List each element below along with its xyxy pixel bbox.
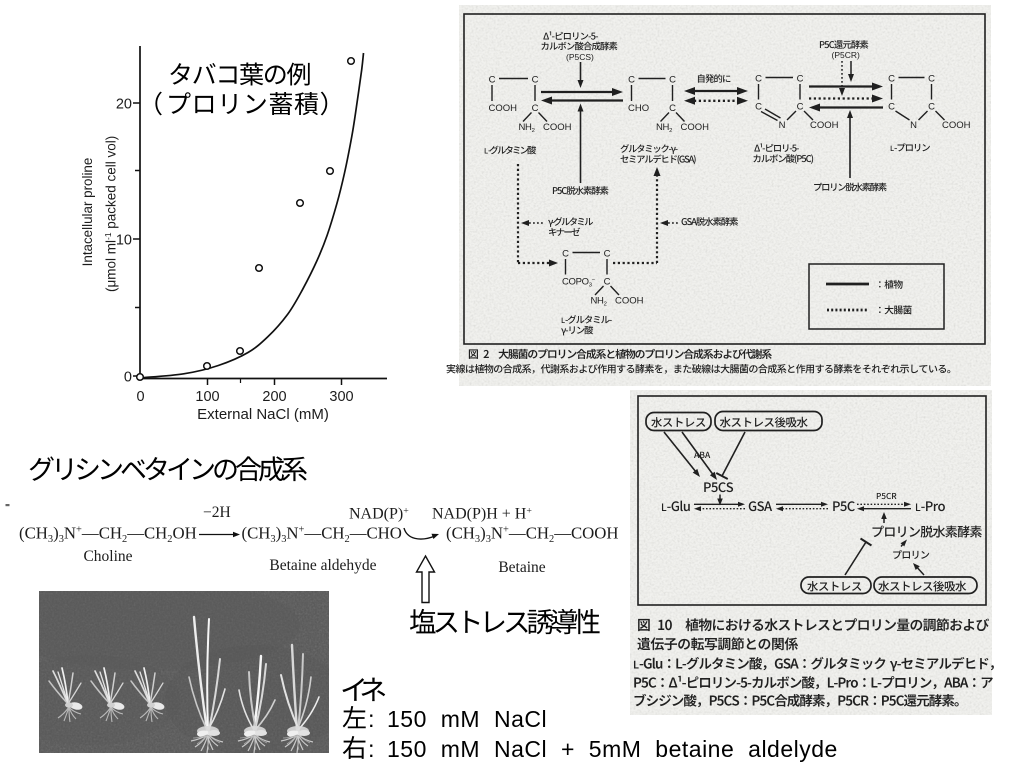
svg-text:−2H: −2H bbox=[203, 504, 231, 521]
svg-text:C: C bbox=[797, 101, 804, 112]
svg-text:NAD(P)H + H+: NAD(P)H + H+ bbox=[432, 506, 532, 523]
svg-text:(CH3)3N+—CH2—COOH: (CH3)3N+—CH2—COOH bbox=[446, 524, 619, 545]
svg-text:C: C bbox=[928, 73, 935, 84]
svg-text:COOH: COOH bbox=[543, 122, 572, 133]
svg-text:(CH3)3N+—CH2—CH2OH: (CH3)3N+—CH2—CH2OH bbox=[19, 524, 197, 545]
svg-text:C: C bbox=[562, 248, 569, 259]
svg-text:0: 0 bbox=[136, 389, 144, 405]
svg-text:Intacellular proline: Intacellular proline bbox=[80, 158, 95, 267]
svg-text:NH2: NH2 bbox=[656, 122, 672, 134]
svg-text:COOH: COOH bbox=[681, 122, 710, 133]
svg-text:C: C bbox=[532, 74, 539, 85]
svg-text:(CH3)3N+—CH2—CHO: (CH3)3N+—CH2—CHO bbox=[242, 524, 402, 545]
svg-text:C: C bbox=[755, 101, 762, 112]
svg-text:COOH: COOH bbox=[942, 120, 971, 131]
svg-text:200: 200 bbox=[262, 389, 286, 405]
svg-text:C: C bbox=[888, 101, 895, 112]
svg-text::: : bbox=[368, 706, 375, 732]
svg-text:C: C bbox=[755, 73, 762, 84]
svg-text:NH2: NH2 bbox=[591, 295, 607, 307]
svg-text:COOH: COOH bbox=[489, 103, 518, 114]
svg-text:150 mM NaCl + 5mM betaine alde: 150 mM NaCl + 5mM betaine aldelyde bbox=[387, 736, 838, 762]
svg-text::: : bbox=[368, 736, 375, 762]
svg-text:C: C bbox=[604, 276, 611, 287]
svg-text:C: C bbox=[489, 74, 496, 85]
svg-text:20: 20 bbox=[116, 97, 132, 113]
svg-text:300: 300 bbox=[329, 389, 353, 405]
svg-text:C: C bbox=[669, 74, 676, 85]
svg-text:C: C bbox=[928, 101, 935, 112]
svg-text:NH2: NH2 bbox=[519, 122, 535, 134]
svg-text:C: C bbox=[797, 73, 804, 84]
svg-text:N: N bbox=[910, 120, 917, 131]
svg-text:Betaine: Betaine bbox=[498, 559, 545, 576]
svg-text:Choline: Choline bbox=[83, 548, 132, 565]
svg-text:N: N bbox=[779, 120, 786, 131]
svg-text:(P5CR): (P5CR) bbox=[832, 50, 861, 60]
svg-text:10: 10 bbox=[116, 233, 132, 249]
svg-text:0: 0 bbox=[124, 370, 132, 386]
svg-text:CHO: CHO bbox=[628, 103, 649, 114]
svg-text:COOH: COOH bbox=[810, 120, 839, 131]
svg-text:External NaCl (mM): External NaCl (mM) bbox=[197, 406, 329, 423]
svg-text:C: C bbox=[669, 103, 676, 114]
svg-text:(μmol ml-1 packed cell vol): (μmol ml-1 packed cell vol) bbox=[103, 136, 119, 292]
svg-text:COPO3−: COPO3− bbox=[562, 276, 596, 288]
svg-text:C: C bbox=[888, 73, 895, 84]
svg-text:150 mM NaCl: 150 mM NaCl bbox=[387, 706, 547, 732]
svg-text:C: C bbox=[532, 103, 539, 114]
svg-text:COOH: COOH bbox=[615, 295, 644, 306]
svg-text:Betaine aldehyde: Betaine aldehyde bbox=[269, 557, 376, 574]
svg-text:NAD(P)+: NAD(P)+ bbox=[349, 506, 409, 523]
svg-text:C: C bbox=[604, 248, 611, 259]
svg-text:C: C bbox=[628, 74, 635, 85]
svg-text:(P5CS): (P5CS) bbox=[566, 52, 594, 62]
svg-text:100: 100 bbox=[195, 389, 219, 405]
